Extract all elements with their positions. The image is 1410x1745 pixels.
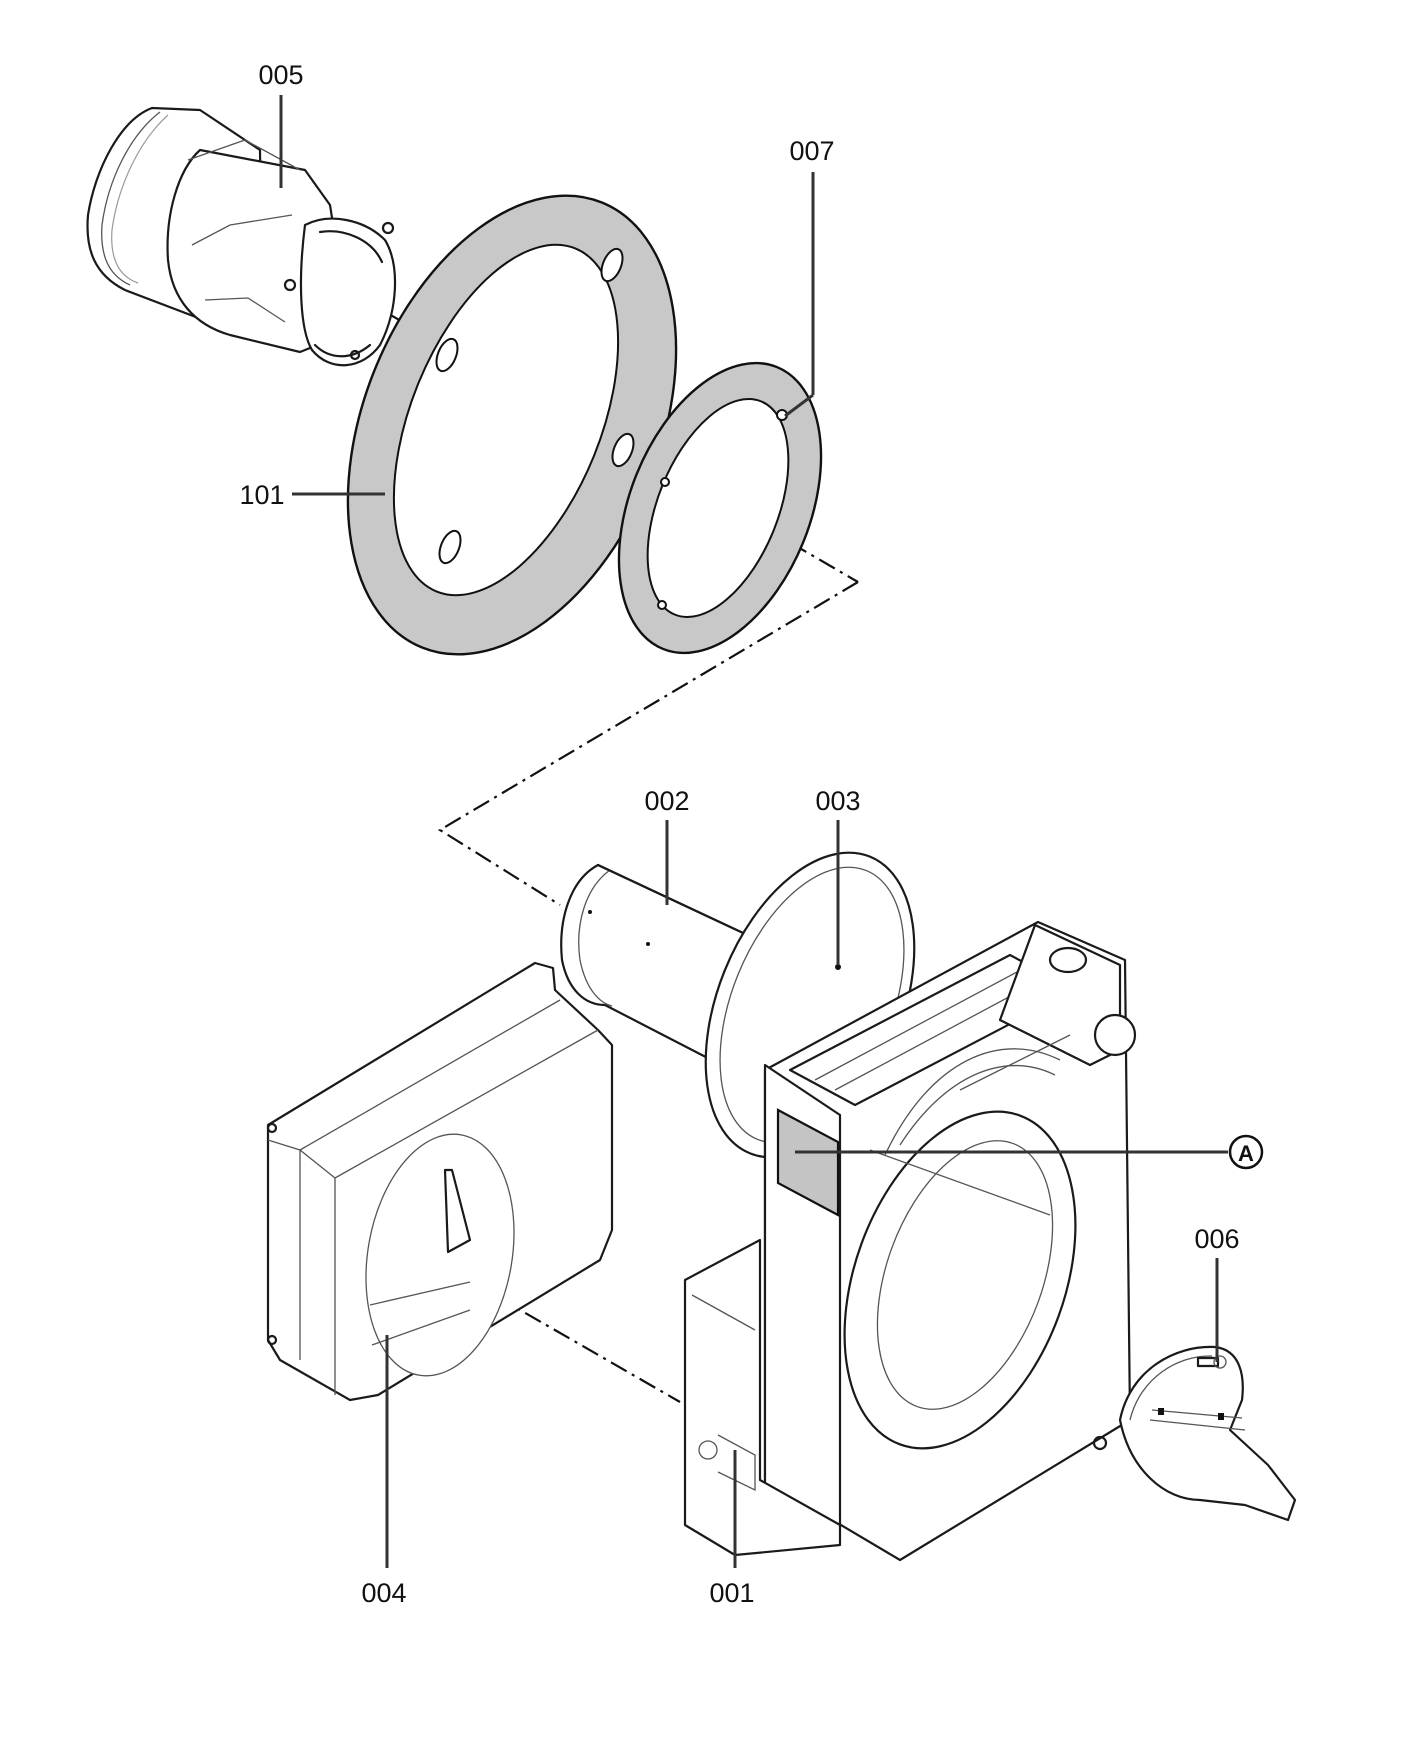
part-007-small-gasket[interactable]	[580, 333, 861, 682]
callout-A[interactable]: A	[1228, 1134, 1264, 1170]
callout-101[interactable]: 101	[239, 480, 284, 510]
callout-005[interactable]: 005	[258, 60, 303, 90]
callout-003[interactable]: 003	[815, 786, 860, 816]
part-004-air-intake-housing[interactable]	[266, 961, 614, 1402]
leader-007-tip	[784, 393, 814, 418]
part-101-large-gasket[interactable]	[285, 147, 739, 703]
part-006-air-damper[interactable]	[1118, 1345, 1297, 1522]
callout-labels: 005 007 101 002 003 A 006 004 001	[239, 60, 1264, 1608]
callout-004[interactable]: 004	[361, 1578, 406, 1608]
callout-002[interactable]: 002	[644, 786, 689, 816]
callout-A-text: A	[1238, 1141, 1254, 1166]
part-005-blast-tube[interactable]	[86, 106, 397, 367]
callout-006[interactable]: 006	[1194, 1224, 1239, 1254]
callout-001[interactable]: 001	[709, 1578, 754, 1608]
callout-A-circle	[1228, 1134, 1264, 1170]
leader-lines	[279, 95, 1228, 1568]
callout-007[interactable]: 007	[789, 136, 834, 166]
